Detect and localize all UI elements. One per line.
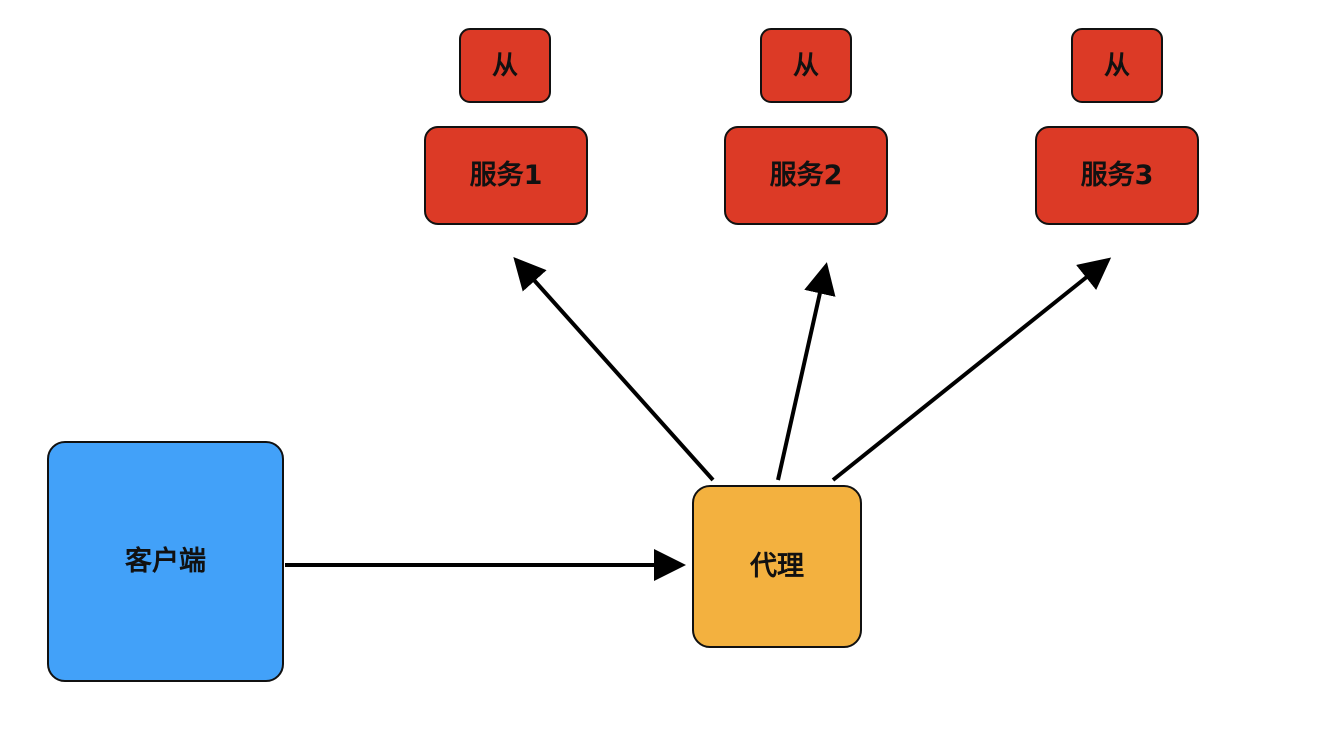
service-node-2: 服务2 bbox=[724, 126, 888, 225]
slave-label-2: 从 bbox=[792, 50, 819, 81]
client-node: 客户端 bbox=[47, 441, 284, 682]
proxy-label: 代理 bbox=[750, 551, 804, 582]
service-node-3: 服务3 bbox=[1035, 126, 1199, 225]
edge-proxy-to-service-1 bbox=[513, 257, 715, 482]
edge-proxy-to-service-2 bbox=[776, 262, 836, 481]
proxy-node: 代理 bbox=[692, 485, 862, 648]
service-label-1: 服务1 bbox=[469, 160, 543, 191]
slave-label-3: 从 bbox=[1103, 50, 1130, 81]
slave-node-1: 从 bbox=[459, 28, 551, 103]
edge-proxy-to-service-3 bbox=[831, 257, 1112, 482]
client-label: 客户端 bbox=[125, 546, 206, 577]
service-node-1: 服务1 bbox=[424, 126, 588, 225]
slave-node-2: 从 bbox=[760, 28, 852, 103]
service-label-2: 服务2 bbox=[769, 160, 843, 191]
slave-node-3: 从 bbox=[1071, 28, 1163, 103]
slave-label-1: 从 bbox=[491, 50, 518, 81]
service-label-3: 服务3 bbox=[1080, 160, 1154, 191]
